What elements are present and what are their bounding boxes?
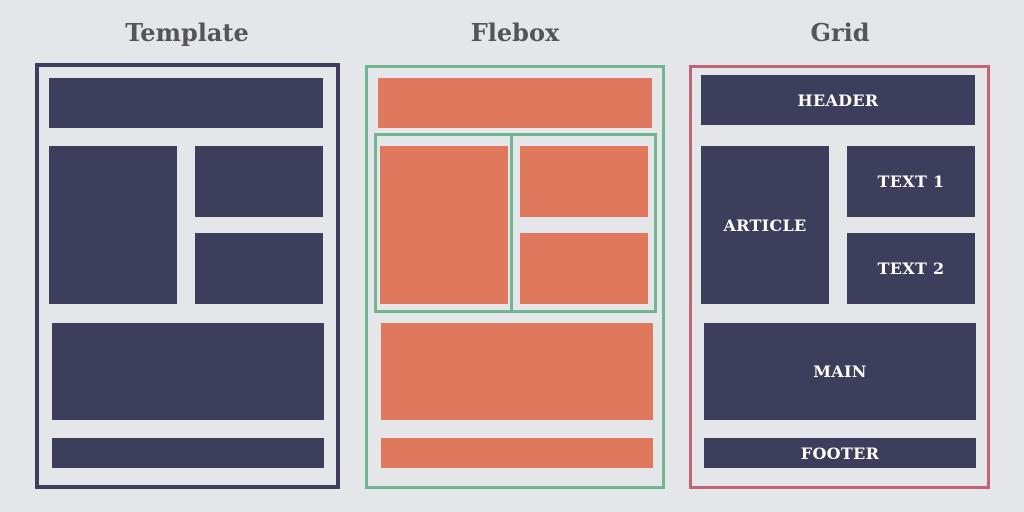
grid-main-label: MAIN xyxy=(813,362,867,381)
grid-article-block: ARTICLE xyxy=(701,146,829,304)
template-title: Template xyxy=(125,18,249,47)
template-text2-block xyxy=(195,233,323,304)
flexbox-panel xyxy=(365,65,665,489)
flexbox-header-block xyxy=(378,78,652,128)
template-article-block xyxy=(49,146,177,304)
grid-header-block: HEADER xyxy=(701,75,975,125)
flexbox-text1-block xyxy=(520,146,648,217)
grid-text2-label: TEXT 2 xyxy=(877,259,945,278)
grid-main-block: MAIN xyxy=(704,323,976,420)
flexbox-main-block xyxy=(381,323,653,420)
grid-article-label: ARTICLE xyxy=(723,215,807,235)
grid-header-label: HEADER xyxy=(797,90,879,110)
flexbox-row-container xyxy=(374,133,657,313)
grid-panel xyxy=(689,65,990,489)
template-text1-block xyxy=(195,146,323,217)
template-panel xyxy=(35,63,340,489)
flexbox-column-divider xyxy=(510,136,513,310)
grid-title: Grid xyxy=(810,18,870,47)
template-main-block xyxy=(52,323,324,420)
flexbox-text2-block xyxy=(520,233,648,304)
template-footer-block xyxy=(52,438,324,468)
grid-text1-block: TEXT 1 xyxy=(847,146,975,217)
grid-text1-label: TEXT 1 xyxy=(877,172,945,191)
grid-footer-block: FOOTER xyxy=(704,438,976,468)
grid-footer-label: FOOTER xyxy=(800,443,880,463)
flexbox-footer-block xyxy=(381,438,653,468)
flexbox-title: Flebox xyxy=(470,18,560,47)
flexbox-article-block xyxy=(380,146,508,304)
template-header-block xyxy=(49,78,323,128)
grid-text2-block: TEXT 2 xyxy=(847,233,975,304)
